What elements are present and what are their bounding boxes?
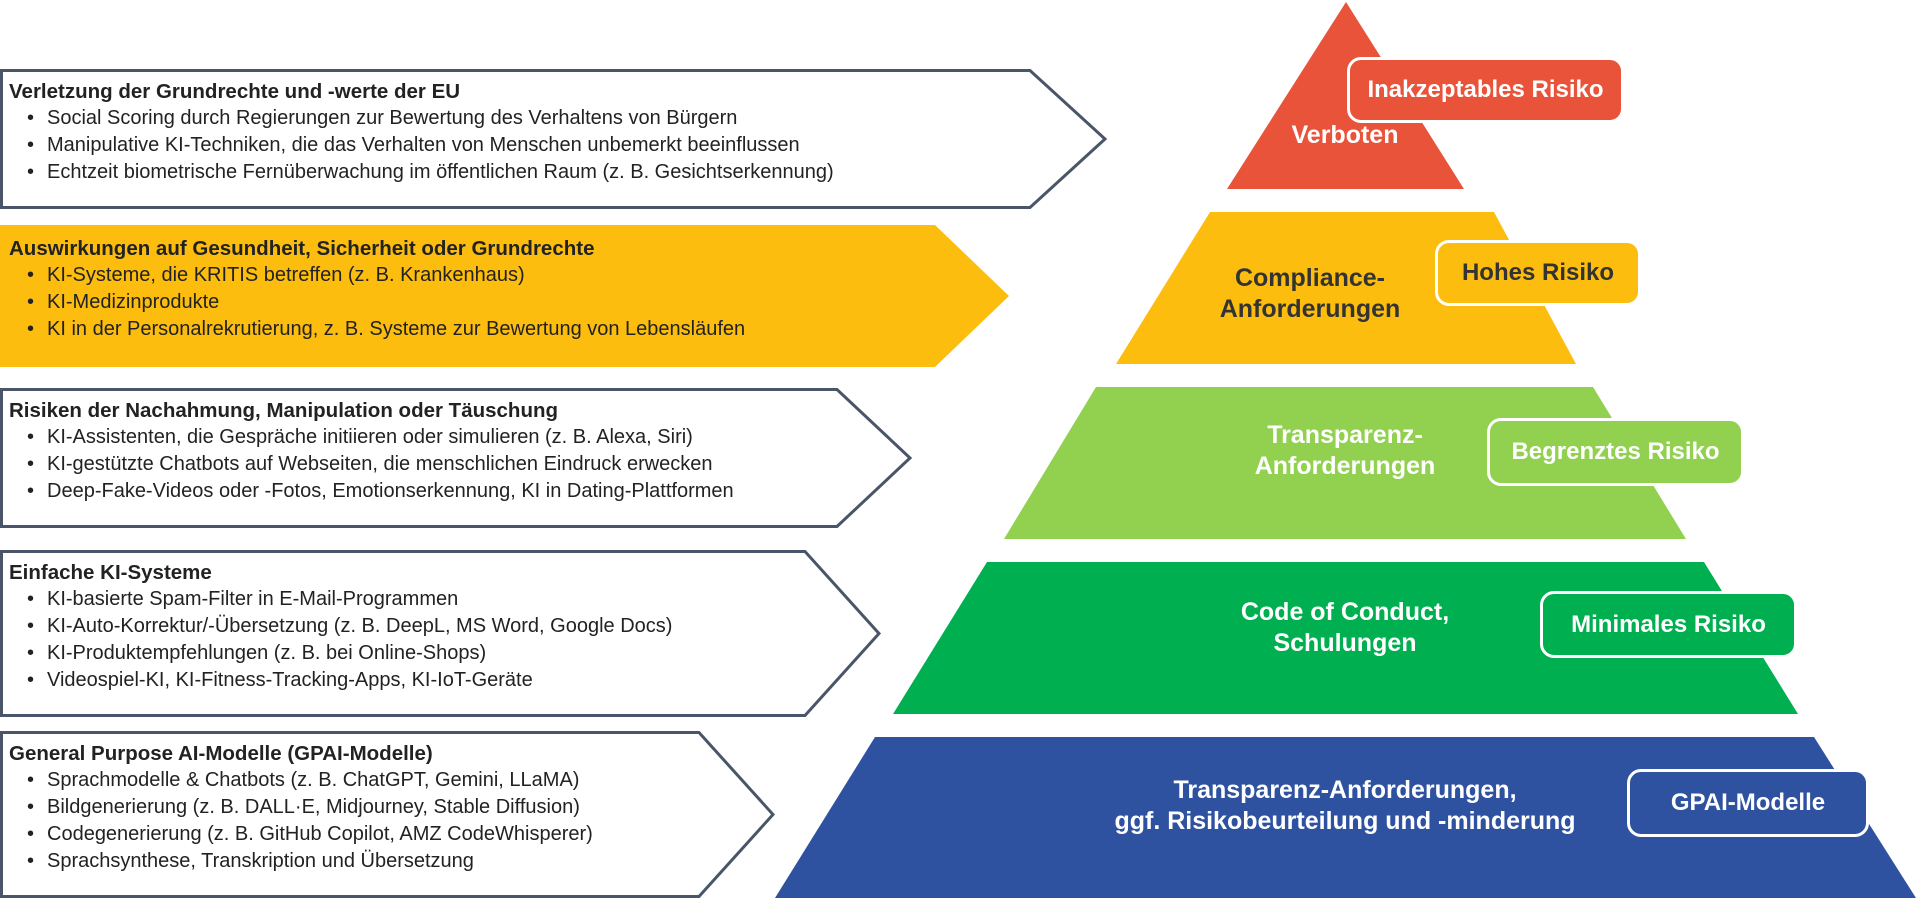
row-content: Auswirkungen auf Gesundheit, Sicherheit … xyxy=(9,236,745,343)
tier-text: Transparenz-Anforderungen, ggf. Risikobe… xyxy=(1114,776,1576,835)
list-item: KI-basierte Spam-Filter in E-Mail-Progra… xyxy=(27,586,672,613)
row-title: Risiken der Nachahmung, Manipulation ode… xyxy=(9,399,559,422)
row-list: KI-basierte Spam-Filter in E-Mail-Progra… xyxy=(9,586,672,694)
risk-badge-high: Hohes Risiko xyxy=(1435,240,1641,306)
row-content: Einfache KI-Systeme KI-basierte Spam-Fil… xyxy=(9,560,672,694)
list-item: KI-Medizinprodukte xyxy=(27,289,745,316)
risk-badge-limited: Begrenztes Risiko xyxy=(1487,418,1744,486)
list-item: Codegenerierung (z. B. GitHub Copilot, A… xyxy=(27,821,593,848)
tier-text: Compliance- Anforderungen xyxy=(1219,264,1401,323)
row-limited-risk: Risiken der Nachahmung, Manipulation ode… xyxy=(0,388,915,528)
tier-text: Code of Conduct, Schulungen xyxy=(1240,598,1450,657)
list-item: KI-Produktempfehlungen (z. B. bei Online… xyxy=(27,640,672,667)
list-item: Echtzeit biometrische Fernüberwachung im… xyxy=(27,159,834,186)
row-list: KI-Systeme, die KRITIS betreffen (z. B. … xyxy=(9,262,745,343)
list-item: KI-Systeme, die KRITIS betreffen (z. B. … xyxy=(27,262,745,289)
list-item: KI-Assistenten, die Gespräche initiieren… xyxy=(27,424,734,451)
row-high-risk: Auswirkungen auf Gesundheit, Sicherheit … xyxy=(0,225,1010,367)
row-content: Verletzung der Grundrechte und -werte de… xyxy=(9,79,834,186)
risk-badge-gpai: GPAI-Modelle xyxy=(1627,769,1869,837)
list-item: KI-gestützte Chatbots auf Webseiten, die… xyxy=(27,451,734,478)
list-item: KI in der Personalrekrutierung, z. B. Sy… xyxy=(27,316,745,343)
row-content: General Purpose AI-Modelle (GPAI-Modelle… xyxy=(9,741,593,875)
pyramid-tier-unacceptable xyxy=(1227,2,1464,189)
row-title: Einfache KI-Systeme xyxy=(9,561,212,584)
row-minimal-risk: Einfache KI-Systeme KI-basierte Spam-Fil… xyxy=(0,550,885,717)
tier-text: Verboten xyxy=(1291,121,1399,149)
list-item: Sprachmodelle & Chatbots (z. B. ChatGPT,… xyxy=(27,767,593,794)
row-content: Risiken der Nachahmung, Manipulation ode… xyxy=(9,398,734,505)
list-item: Social Scoring durch Regierungen zur Bew… xyxy=(27,105,834,132)
list-item: KI-Auto-Korrektur/-Übersetzung (z. B. De… xyxy=(27,613,672,640)
row-unacceptable-risk: Verletzung der Grundrechte und -werte de… xyxy=(0,69,1110,209)
row-gpai-models: General Purpose AI-Modelle (GPAI-Modelle… xyxy=(0,731,780,898)
row-title: Auswirkungen auf Gesundheit, Sicherheit … xyxy=(9,237,595,260)
list-item: Sprachsynthese, Transkription und Überse… xyxy=(27,848,593,875)
row-list: KI-Assistenten, die Gespräche initiieren… xyxy=(9,424,734,505)
risk-badge-unacceptable: Inakzeptables Risiko xyxy=(1347,57,1624,123)
list-item: Deep-Fake-Videos oder -Fotos, Emotionser… xyxy=(27,478,734,505)
list-item: Bildgenerierung (z. B. DALL·E, Midjourne… xyxy=(27,794,593,821)
row-list: Social Scoring durch Regierungen zur Bew… xyxy=(9,105,834,186)
list-item: Manipulative KI-Techniken, die das Verha… xyxy=(27,132,834,159)
row-list: Sprachmodelle & Chatbots (z. B. ChatGPT,… xyxy=(9,767,593,875)
row-title: General Purpose AI-Modelle (GPAI-Modelle… xyxy=(9,742,433,765)
tier-text: Transparenz- Anforderungen xyxy=(1254,421,1436,480)
row-title: Verletzung der Grundrechte und -werte de… xyxy=(9,80,461,103)
list-item: Videospiel-KI, KI-Fitness-Tracking-Apps,… xyxy=(27,667,672,694)
risk-badge-minimal: Minimales Risiko xyxy=(1540,591,1797,658)
